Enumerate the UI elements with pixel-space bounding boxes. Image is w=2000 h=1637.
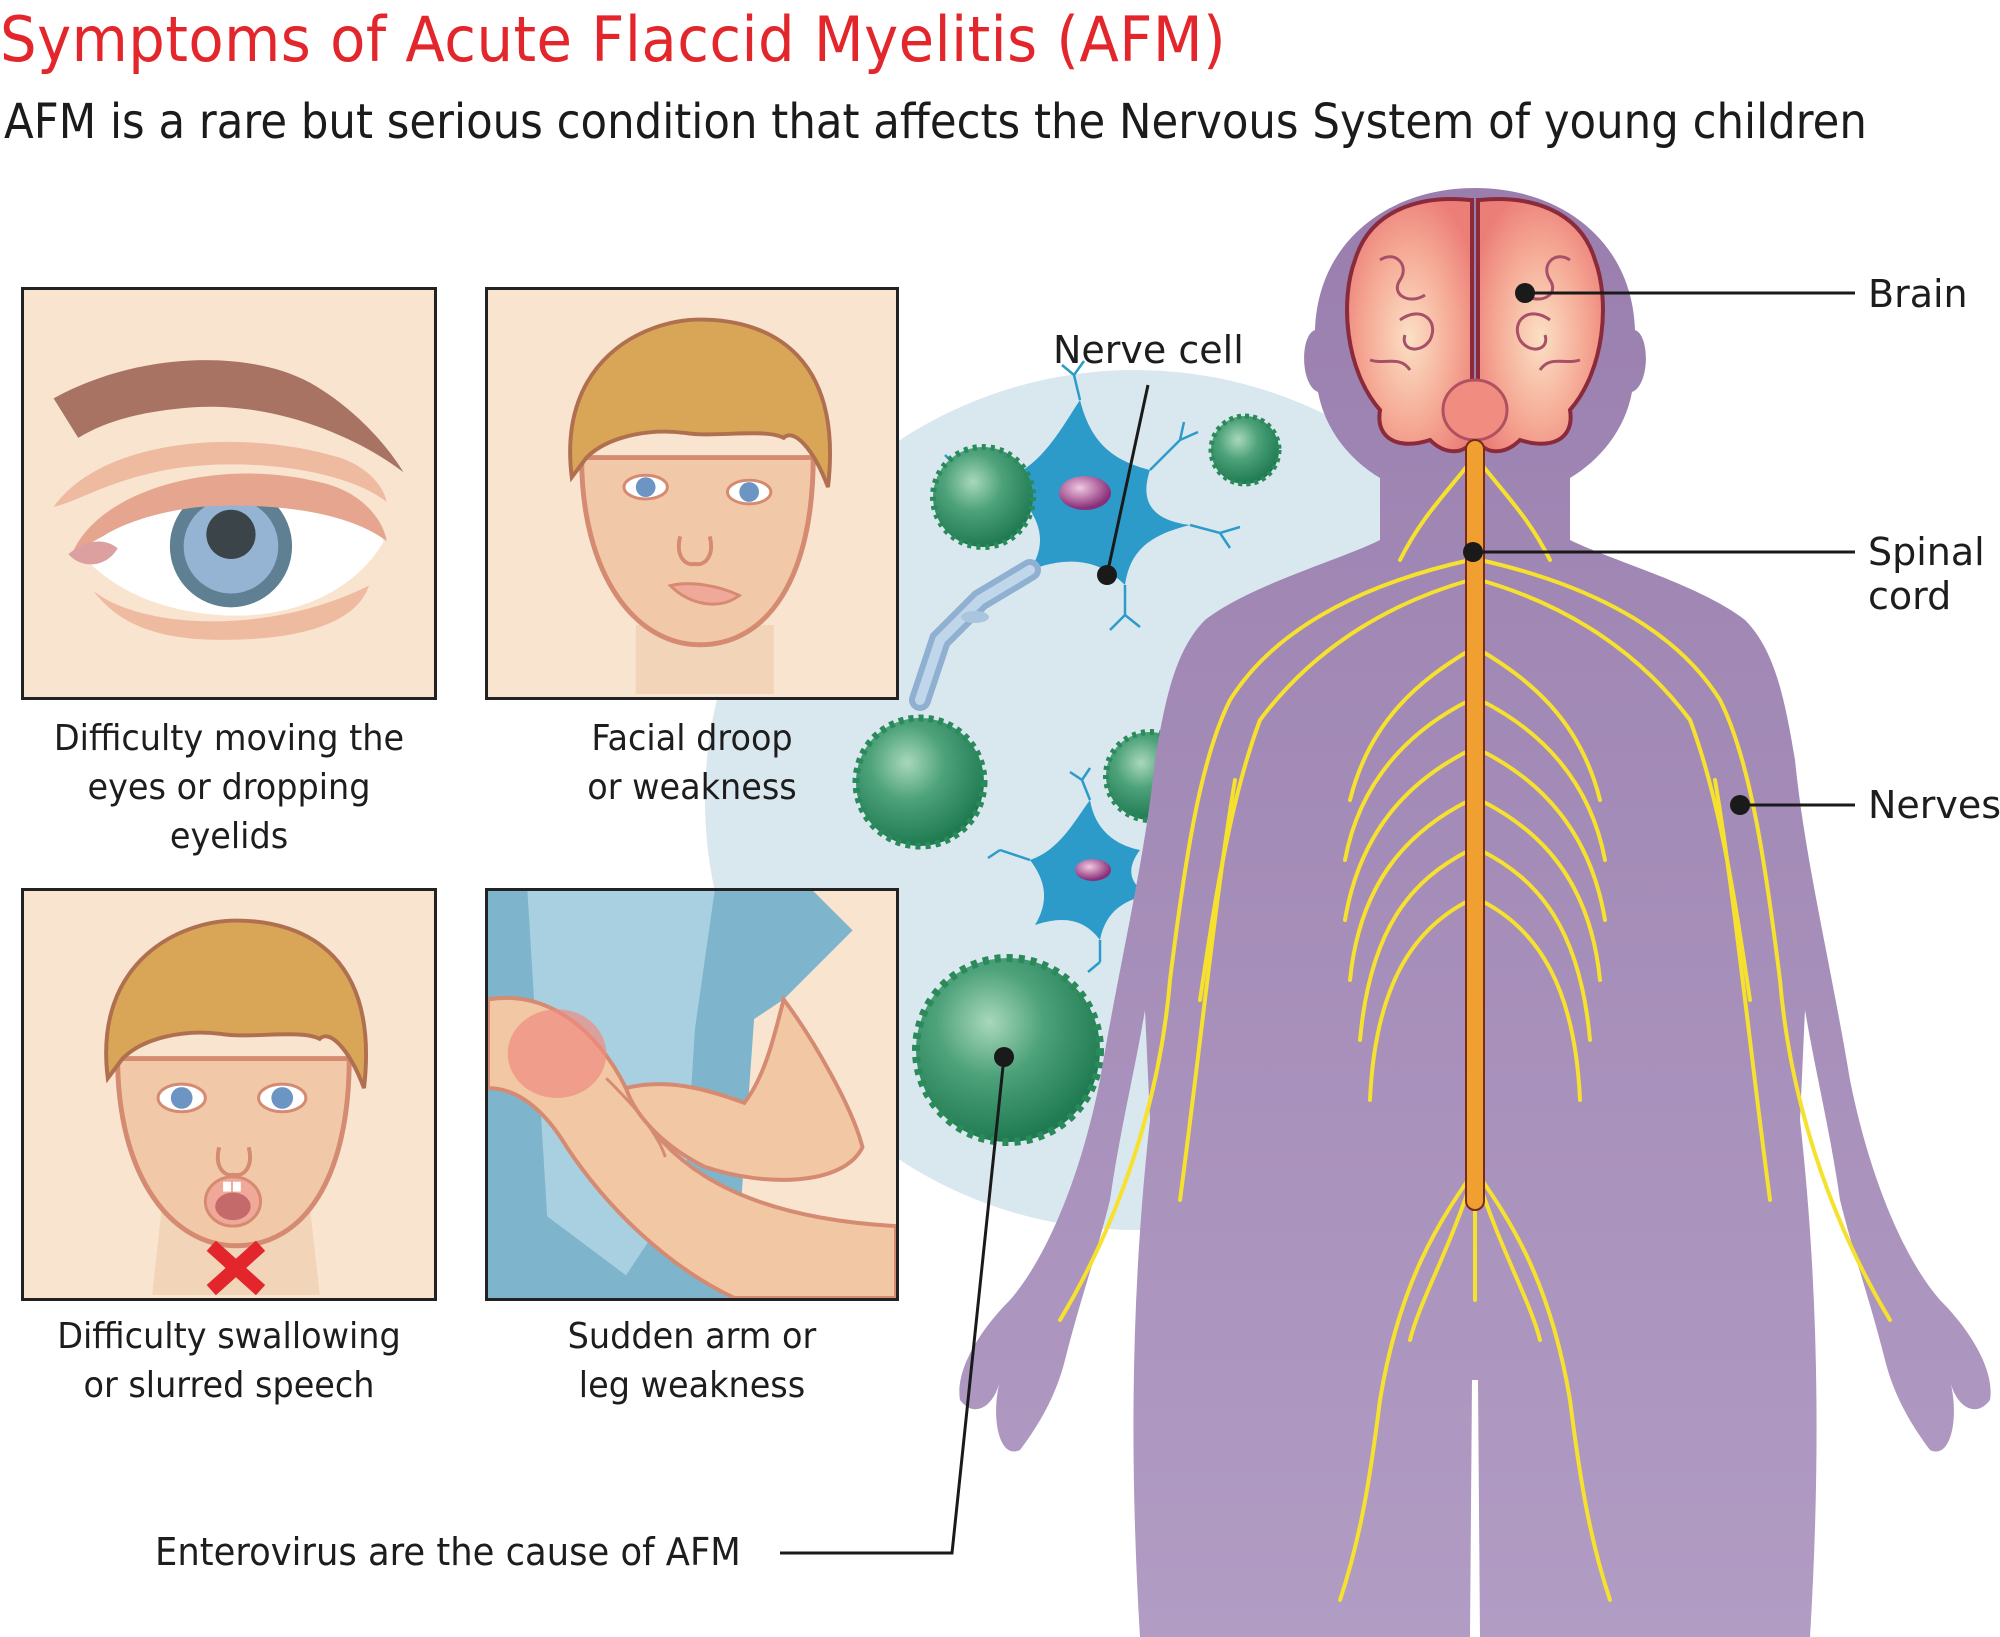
symptom-caption-eyes: Difficulty moving the eyes or dropping e… [36,714,423,861]
caption-line: eyes or dropping [87,767,371,808]
leader-lines [780,291,1855,1555]
caption-line: Difficulty swallowing [57,1316,401,1357]
brain-label: Brain [1868,272,1968,316]
swallowing-difficulty-icon [104,918,368,1296]
spinal-cord-label-line1: Spinal [1868,530,1985,574]
nerve-cell-icon [909,360,1241,711]
drooping-eyelid-icon [53,360,404,640]
spinal-cord-icon [1465,439,1485,1211]
arm-weakness-icon [488,891,896,1298]
nerves-network [1058,458,1892,1602]
spinal-cord-label: Spinal cord [1868,530,1985,618]
enterovirus-label: Enterovirus are the cause of AFM [155,1530,741,1574]
red-x-icon [206,1240,266,1296]
symptom-panel-arm [485,888,899,1301]
symptom-caption-swallowing: Difficulty swallowing or slurred speech [36,1312,423,1410]
nerves-label: Nerves [1868,783,2000,827]
leader-dots [994,283,1750,1067]
page-subtitle: AFM is a rare but serious condition that… [4,94,1867,150]
symptom-panel-swallowing [21,888,437,1301]
symptom-caption-arm: Sudden arm or leg weakness [499,1312,884,1410]
nerve-cell-label: Nerve cell [1053,328,1244,372]
brain-icon [1345,197,1605,454]
caption-line: or slurred speech [83,1365,375,1406]
caption-line: Difficulty moving the [53,718,405,759]
symptom-panel-face [485,287,899,700]
symptom-caption-face: Facial droop or weakness [499,714,884,812]
caption-line: eyelids [169,816,289,857]
caption-line: or weakness [587,767,797,808]
caption-line: Facial droop [591,718,793,759]
nerve-cell-small-icon [987,767,1150,973]
caption-line: leg weakness [578,1365,806,1406]
symptom-panel-eyes [21,287,437,700]
caption-line: Sudden arm or [567,1316,817,1357]
page-title: Symptoms of Acute Flaccid Myelitis (AFM) [0,3,1227,76]
spinal-cord-label-line2: cord [1868,574,1952,618]
facial-droop-icon [568,317,832,695]
